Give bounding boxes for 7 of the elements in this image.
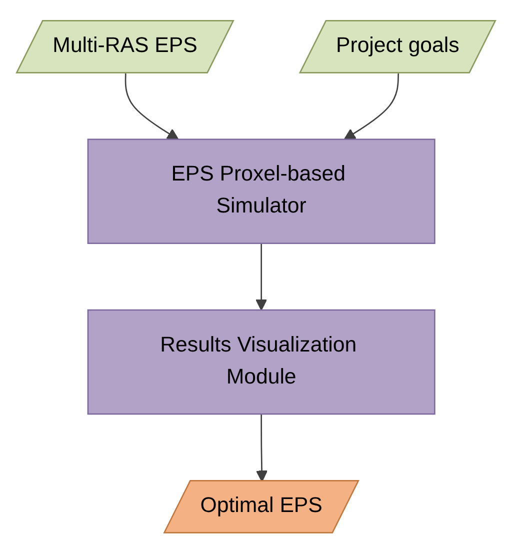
arrow <box>256 414 268 482</box>
node-box <box>87 310 436 416</box>
arrow <box>124 74 179 140</box>
arrow <box>255 244 268 311</box>
arrow <box>344 74 399 140</box>
flowchart: Multi-RAS EPS Project goals EPS Proxel-based Simulator Results Visualization Module Optimal EPS <box>6 10 506 544</box>
node-box <box>87 138 436 244</box>
